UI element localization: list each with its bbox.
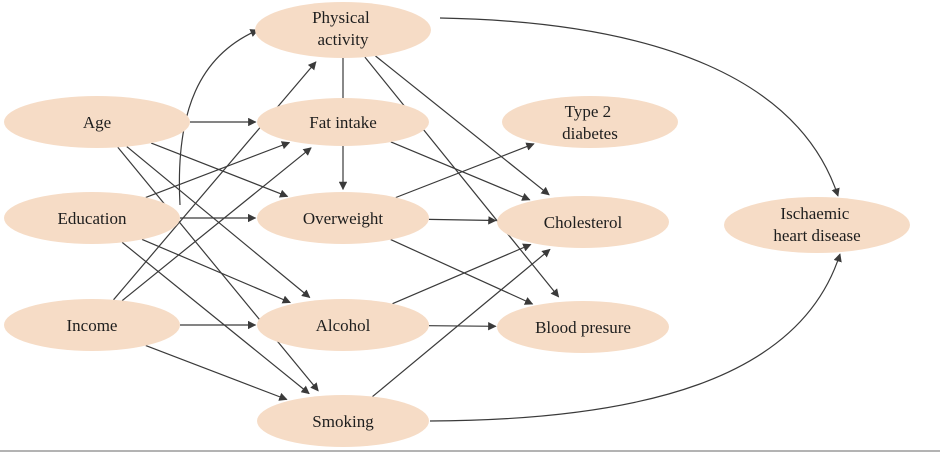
node-fat-intake: Fat intake [257,98,429,146]
svg-text:Overweight: Overweight [303,209,384,228]
edge-smoking-to-cholesterol [372,248,551,398]
node-ischaemic-heart-disease: Ischaemic heart disease [724,197,910,253]
edges-layer [113,17,842,422]
edge-overweight-to-blood-presure [390,239,534,305]
svg-text:Alcohol: Alcohol [316,316,371,335]
edge-income-to-physical-activity [113,61,317,301]
edge-education-to-smoking [121,241,310,395]
svg-text:Cholesterol: Cholesterol [544,213,623,232]
svg-text:Type 2 diabetes: Type 2 diabetes [562,102,618,143]
edge-alcohol-to-blood-presure [428,322,497,331]
edge-education-to-alcohol [141,238,291,304]
edge-physical-activity-to-blood-presure [364,56,560,298]
edge-physical-activity-to-ischaemic-heart-disease [439,17,840,197]
svg-text:Fat intake: Fat intake [309,113,377,132]
node-alcohol: Alcohol [257,299,429,351]
node-overweight: Overweight [257,192,429,244]
edge-overweight-to-type2-diabetes [395,142,535,199]
edge-education-to-physical-activity [178,29,259,206]
node-education: Education [4,192,180,244]
node-income: Income [4,299,180,351]
svg-text:Smoking: Smoking [312,412,374,431]
edge-income-to-fat-intake [121,147,312,302]
svg-text:Age: Age [83,113,111,132]
node-cholesterol: Cholesterol [497,196,669,248]
edge-education-to-fat-intake [145,141,291,198]
edge-age-to-alcohol [126,146,311,299]
edge-age-to-smoking [117,146,319,392]
node-blood-presure: Blood presure [497,301,669,353]
node-physical-activity: Physical activity [255,2,431,58]
svg-text:Income: Income [67,316,118,335]
edge-alcohol-to-cholesterol [392,243,532,305]
svg-text:Blood presure: Blood presure [535,318,631,337]
svg-text:Physical activity: Physical activity [312,8,374,49]
svg-text:Education: Education [58,209,127,228]
edge-smoking-to-ischaemic-heart-disease [429,253,842,422]
edge-fat-intake-to-cholesterol [390,141,531,201]
node-smoking: Smoking [257,395,429,447]
node-age: Age [4,96,190,148]
svg-text:Ischaemic heart disease: Ischaemic heart disease [773,204,860,245]
edge-physical-activity-to-cholesterol [375,55,550,196]
node-type-2-diabetes: Type 2 diabetes [502,96,678,148]
edge-income-to-smoking [145,345,288,401]
edge-overweight-to-cholesterol [428,216,497,225]
